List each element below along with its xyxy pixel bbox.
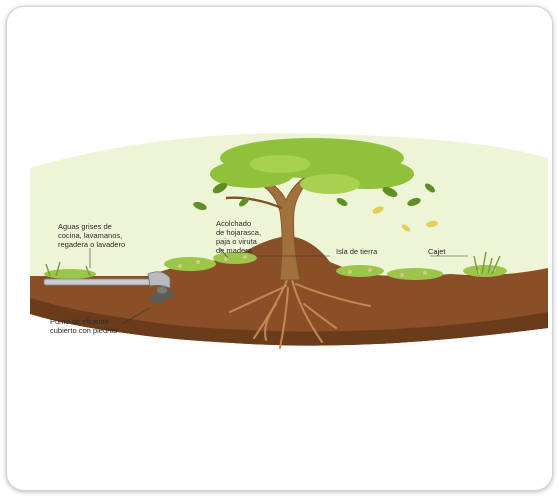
diagram-svg: Aguas grises de cocina, lavamanos, regad…: [30, 128, 548, 364]
label-greywater-line-1: Aguas grises de: [58, 222, 112, 231]
tree-canopy: [210, 138, 414, 194]
label-mulch-line-1: Acolchado: [216, 219, 251, 228]
label-greywater-line-3: regadera o lavadero: [58, 240, 125, 249]
label-outlet-line-2: cubierto con piedras: [50, 326, 118, 335]
label-greywater-line-2: cocina, lavamanos,: [58, 231, 122, 240]
label-outlet: Punto de efluente cubierto con piedras: [50, 317, 118, 335]
label-mulch-line-3: paja o viruta: [216, 237, 258, 246]
label-outlet-line-1: Punto de efluente: [50, 317, 109, 326]
label-mulch-line-4: de madera: [216, 246, 253, 255]
label-mulch-line-2: de hojarasca,: [216, 228, 261, 237]
label-soil-island: Isla de tierra: [336, 247, 378, 256]
label-basin: Cajet: [428, 247, 446, 256]
greywater-diagram: Aguas grises de cocina, lavamanos, regad…: [30, 128, 548, 364]
